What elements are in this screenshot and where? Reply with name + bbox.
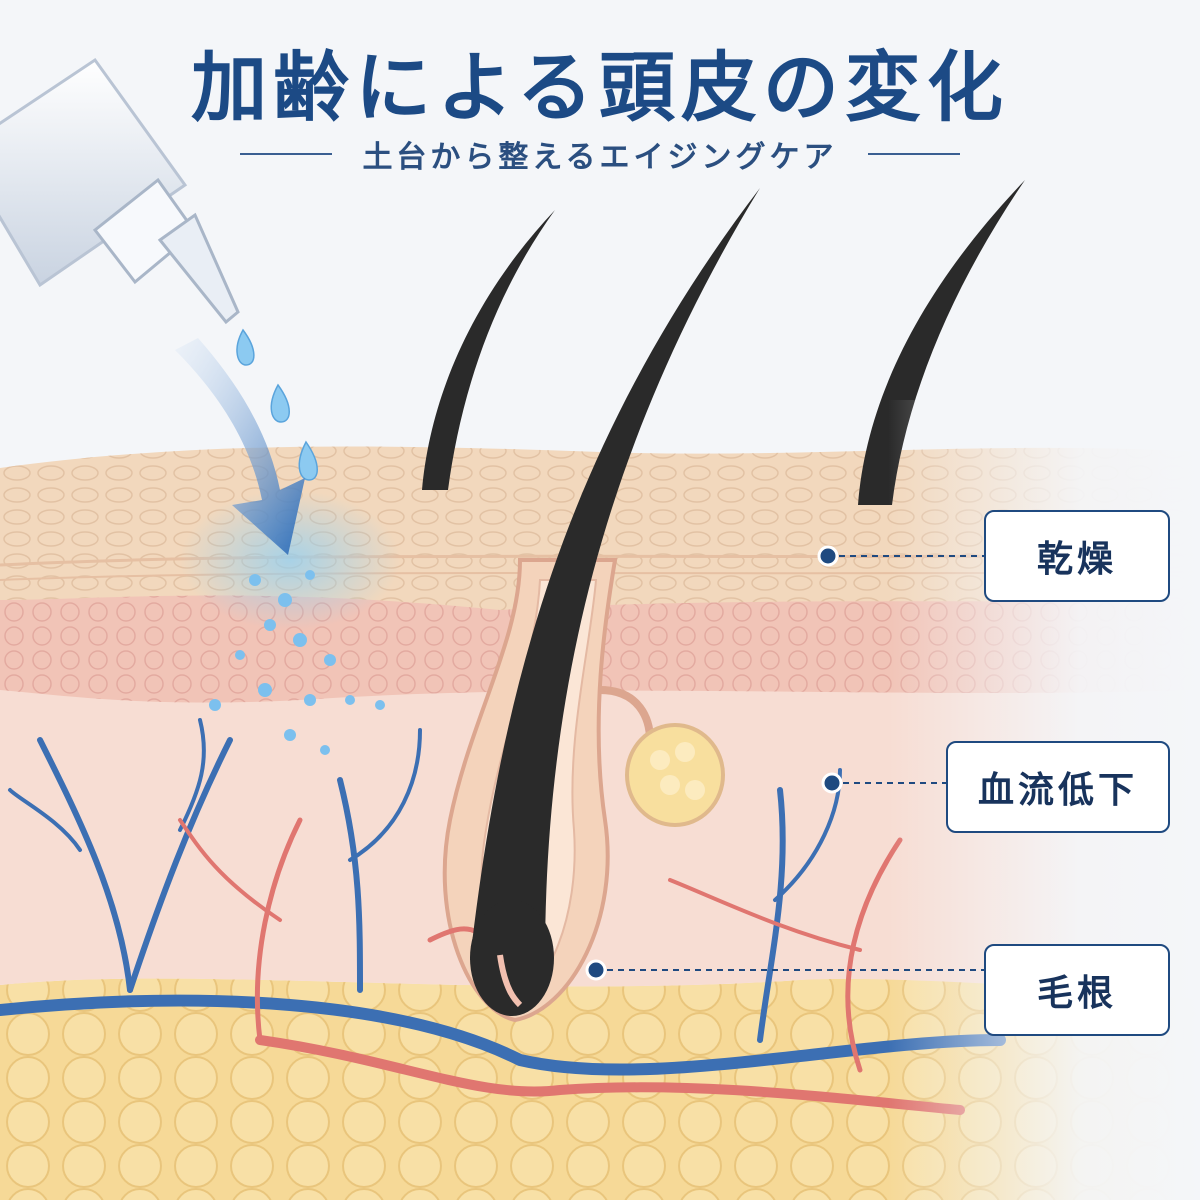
- subtitle-divider-right: [867, 153, 960, 155]
- subtitle-row: 土台から整えるエイジングケア: [0, 132, 1200, 176]
- label-dryness: 乾燥: [984, 510, 1170, 602]
- leader-dot-dryness: [817, 545, 839, 567]
- page-title: 加齢による頭皮の変化: [191, 43, 1009, 132]
- leader-lines: [596, 555, 984, 971]
- serum-tube: [0, 57, 240, 325]
- page-subtitle: 土台から整えるエイジングケア: [362, 140, 838, 175]
- falling-drops: [236, 328, 318, 481]
- leader-dots: [585, 545, 843, 981]
- leader-dot-blood-flow: [821, 772, 843, 794]
- leader-dot-hair-root: [585, 959, 607, 981]
- application-arrow: [175, 338, 305, 555]
- label-hair-root: 毛根: [984, 944, 1170, 1036]
- subtitle-divider-left: [240, 153, 333, 155]
- label-blood-flow: 血流低下: [946, 741, 1170, 833]
